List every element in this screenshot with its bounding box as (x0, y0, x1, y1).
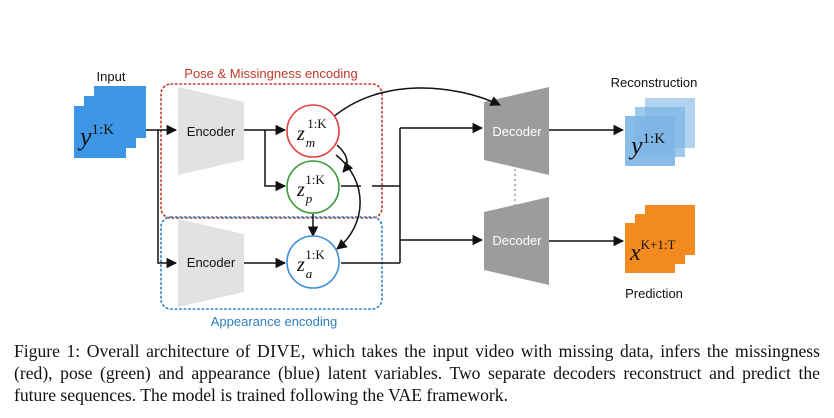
latent-missingness-node: zm1:K (286, 104, 340, 158)
decoder-top-shape (484, 87, 549, 175)
encoder-bottom-shape (178, 219, 244, 307)
input-symbol: y1:K (77, 122, 114, 151)
encoder-top-shape (178, 87, 244, 175)
encoder-bottom-label: Encoder (187, 255, 236, 270)
svg-text:zm1:K: zm1:K (296, 116, 327, 150)
caption-body: , which takes the input video with missi… (14, 341, 820, 405)
pose-missingness-group-label: Pose & Missingness encoding (184, 66, 357, 81)
appearance-group-label: Appearance encoding (211, 314, 338, 329)
decoder-bottom-shape (484, 197, 549, 285)
figure-caption: Figure 1: Overall architecture of DIVE, … (14, 340, 820, 406)
svg-text:zp1:K: zp1:K (296, 172, 325, 206)
prediction-label: Prediction (625, 286, 683, 301)
pose-missingness-group-box (160, 83, 383, 219)
encoder-top-label: Encoder (187, 124, 236, 139)
caption-model-name: DIVE (256, 341, 301, 361)
flow-arrows (146, 87, 625, 269)
reconstruction-frames-stack: y1:K (625, 98, 695, 166)
caption-prefix: Figure 1: Overall architecture of (14, 341, 251, 361)
prediction-frames-stack: xK+1:T (625, 205, 695, 273)
reconstruction-symbol: y1:K (628, 131, 665, 160)
latent-appearance-node: za1:K (286, 235, 340, 289)
input-frames-stack: y1:K (74, 86, 146, 158)
svg-text:za1:K: za1:K (296, 247, 325, 281)
latent-pose-node: zp1:K (286, 160, 340, 214)
reconstruction-label: Reconstruction (611, 75, 698, 90)
prediction-symbol: xK+1:T (629, 237, 675, 266)
decoder-top-label: Decoder (492, 124, 542, 139)
decoder-bottom-label: Decoder (492, 233, 542, 248)
input-label: Input (97, 69, 126, 84)
